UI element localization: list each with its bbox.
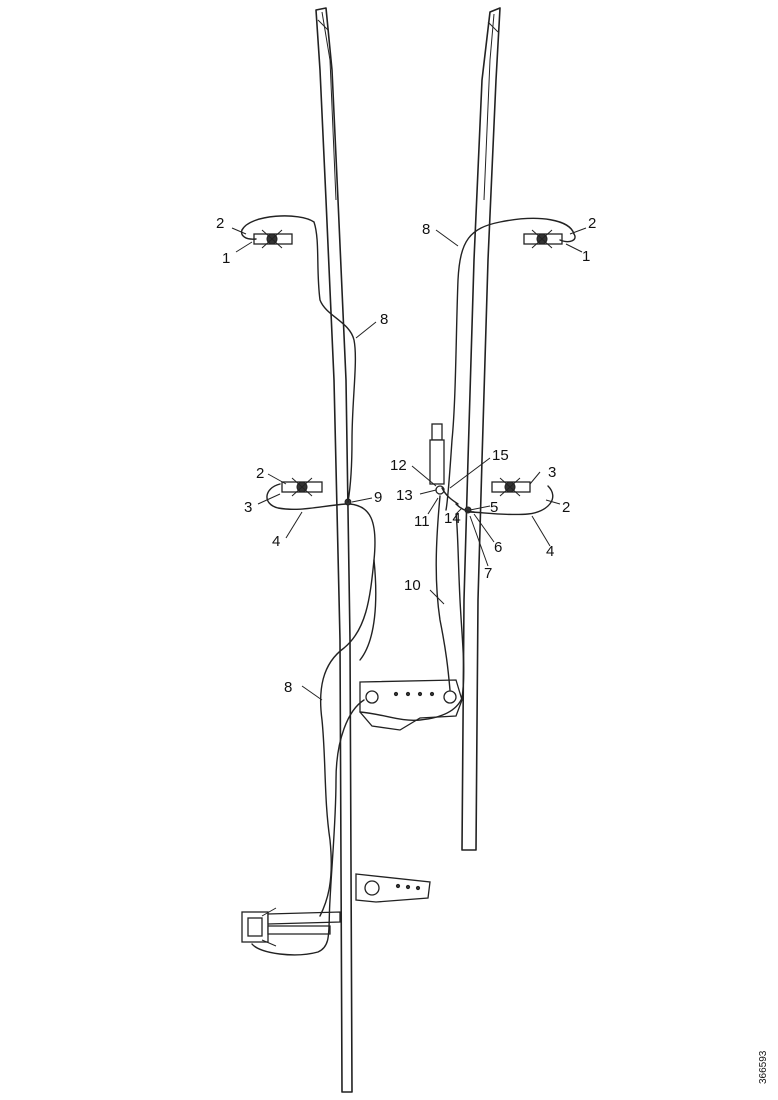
callout-2-top-left: 2	[216, 215, 224, 232]
callout-7: 7	[484, 565, 492, 582]
callout-10: 10	[404, 577, 421, 594]
callout-3-right: 3	[548, 464, 556, 481]
top-right-lamp	[523, 229, 563, 249]
callout-2-mid-left: 2	[256, 465, 264, 482]
callout-3-mid-left: 3	[244, 499, 252, 516]
callout-1-top-right: 1	[582, 248, 590, 265]
wire-harness	[240, 215, 576, 956]
callout-8-upper-left: 8	[380, 311, 388, 328]
callout-6: 6	[494, 539, 502, 556]
mid-right-lamp	[491, 477, 531, 497]
mid-left-lamp	[281, 477, 323, 497]
junction-box	[241, 907, 341, 947]
callouts: 2 1 8 2 3 4 9 8 8 2 1 12 15 13 3 11 14 5…	[216, 215, 596, 696]
cylinder-component	[429, 423, 445, 495]
leader-lines	[231, 227, 587, 701]
callout-2-top-right: 2	[588, 215, 596, 232]
callout-14: 14	[444, 510, 461, 527]
callout-9: 9	[374, 489, 382, 506]
left-frame-rail	[315, 7, 353, 1093]
callout-8-upper-right: 8	[422, 221, 430, 238]
callout-4-right: 4	[546, 543, 554, 560]
callout-5: 5	[490, 499, 498, 516]
reference-code: 366593	[758, 1050, 769, 1084]
right-frame-rail	[461, 7, 501, 851]
callout-12: 12	[390, 457, 407, 474]
upper-cross-member	[359, 679, 463, 731]
callout-11: 11	[414, 513, 430, 530]
callout-4-mid-left: 4	[272, 533, 280, 550]
top-left-lamp	[253, 229, 293, 249]
callout-13: 13	[396, 487, 413, 504]
callout-8-lower-left: 8	[284, 679, 292, 696]
lower-cross-member	[355, 873, 431, 903]
callout-15: 15	[492, 447, 509, 464]
callout-1-top-left: 1	[222, 250, 230, 267]
callout-2-mid-right: 2	[562, 499, 570, 516]
